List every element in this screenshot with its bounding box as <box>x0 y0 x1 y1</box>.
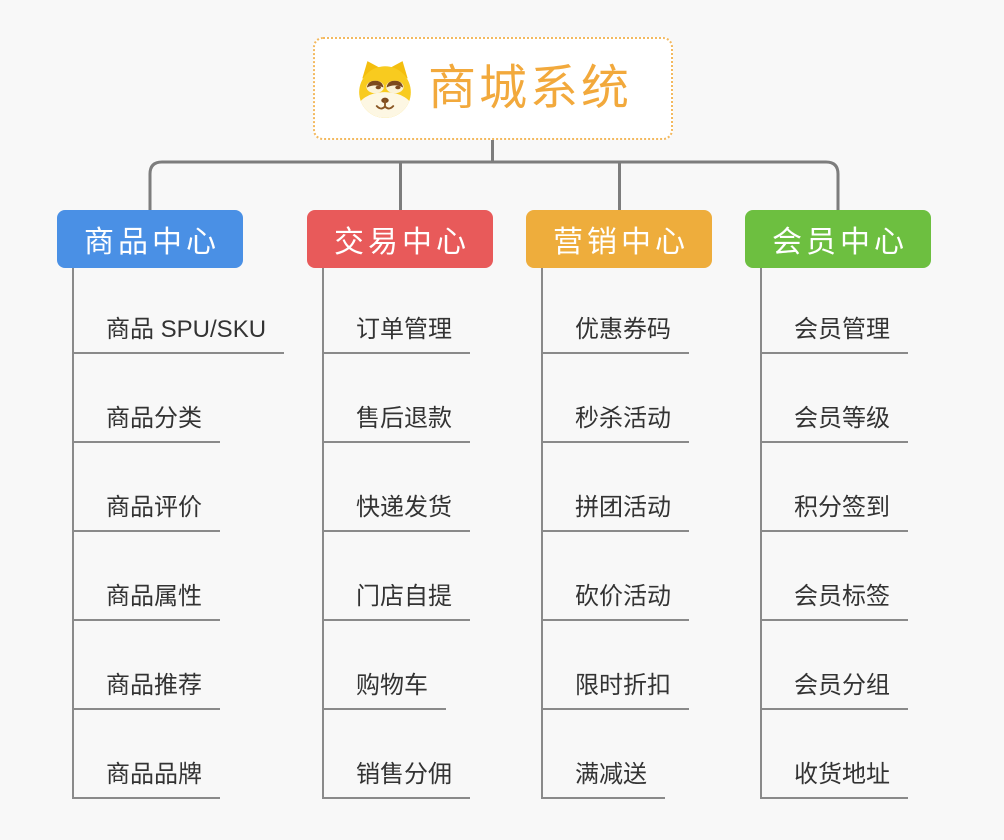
leaf-node[interactable]: 商品属性 <box>72 583 220 621</box>
branch-label: 营销中心 <box>553 226 689 259</box>
leaf-node[interactable]: 商品品牌 <box>72 761 220 799</box>
dog-face-icon <box>359 60 411 118</box>
leaf-node[interactable]: 会员分组 <box>760 672 908 710</box>
leaf-row: 商品品牌 <box>72 710 284 799</box>
leaf-node[interactable]: 订单管理 <box>322 316 470 354</box>
leaf-row: 会员分组 <box>760 621 908 710</box>
leaf-row: 商品评价 <box>72 443 284 532</box>
trunk-line <box>541 268 543 799</box>
leaf-node[interactable]: 砍价活动 <box>541 583 689 621</box>
leaf-row: 门店自提 <box>322 532 470 621</box>
trunk-line <box>322 268 324 799</box>
leaf-node[interactable]: 商品评价 <box>72 494 220 532</box>
leaf-node[interactable]: 销售分佣 <box>322 761 470 799</box>
leaf-row: 收货地址 <box>760 710 908 799</box>
leaf-node[interactable]: 商品推荐 <box>72 672 220 710</box>
leaf-node[interactable]: 优惠券码 <box>541 316 689 354</box>
leaf-row: 快递发货 <box>322 443 470 532</box>
leaf-node[interactable]: 满减送 <box>541 761 665 799</box>
branch-node-1[interactable]: 商品中心 <box>57 210 243 268</box>
branch-node-3[interactable]: 营销中心 <box>526 210 712 268</box>
leaf-row: 会员管理 <box>760 268 908 354</box>
leaf-node[interactable]: 会员等级 <box>760 405 908 443</box>
leaf-row: 优惠券码 <box>541 268 689 354</box>
leaf-row: 砍价活动 <box>541 532 689 621</box>
trunk-line <box>760 268 762 799</box>
branch-label: 会员中心 <box>772 226 908 259</box>
leaf-node[interactable]: 购物车 <box>322 672 446 710</box>
branch-children-column: 商品 SPU/SKU 商品分类商品评价商品属性商品推荐商品品牌 <box>72 268 285 799</box>
leaf-row: 积分签到 <box>760 443 908 532</box>
leaf-node[interactable]: 会员管理 <box>760 316 908 354</box>
leaf-node[interactable]: 快递发货 <box>322 494 470 532</box>
leaf-row: 限时折扣 <box>541 621 689 710</box>
leaf-node[interactable]: 秒杀活动 <box>541 405 689 443</box>
leaf-row: 商品推荐 <box>72 621 284 710</box>
leaf-row: 商品属性 <box>72 532 284 621</box>
leaf-node[interactable]: 积分签到 <box>760 494 908 532</box>
root-title: 商城系统 <box>427 61 632 115</box>
leaf-row: 购物车 <box>322 621 470 710</box>
leaf-node[interactable]: 门店自提 <box>322 583 470 621</box>
leaf-row: 满减送 <box>541 710 689 799</box>
leaf-row: 会员标签 <box>760 532 908 621</box>
branch-children-column: 订单管理售后退款快递发货门店自提购物车销售分佣 <box>322 268 470 799</box>
branch-label: 商品中心 <box>84 226 220 259</box>
leaf-node[interactable]: 会员标签 <box>760 583 908 621</box>
leaf-node[interactable]: 限时折扣 <box>541 672 689 710</box>
branch-node-4[interactable]: 会员中心 <box>745 210 931 268</box>
leaf-node[interactable]: 拼团活动 <box>541 494 689 532</box>
leaf-node[interactable]: 商品分类 <box>72 405 220 443</box>
leaf-node[interactable]: 商品 SPU/SKU <box>72 316 285 354</box>
leaf-row: 订单管理 <box>322 268 470 354</box>
leaf-node[interactable]: 售后退款 <box>322 405 470 443</box>
leaf-row: 商品分类 <box>72 354 284 443</box>
branch-children-column: 会员管理会员等级积分签到会员标签会员分组收货地址 <box>760 268 908 799</box>
root-node-mall-system[interactable]: 商城系统 <box>313 37 673 140</box>
leaf-node[interactable]: 收货地址 <box>760 761 908 799</box>
leaf-row: 秒杀活动 <box>541 354 689 443</box>
branch-node-2[interactable]: 交易中心 <box>307 210 493 268</box>
leaf-row: 销售分佣 <box>322 710 470 799</box>
leaf-row: 会员等级 <box>760 354 908 443</box>
leaf-row: 拼团活动 <box>541 443 689 532</box>
trunk-line <box>72 268 74 799</box>
leaf-row: 商品 SPU/SKU <box>72 268 285 354</box>
leaf-row: 售后退款 <box>322 354 470 443</box>
branch-children-column: 优惠券码秒杀活动拼团活动砍价活动限时折扣满减送 <box>541 268 689 799</box>
branch-label: 交易中心 <box>334 226 470 259</box>
